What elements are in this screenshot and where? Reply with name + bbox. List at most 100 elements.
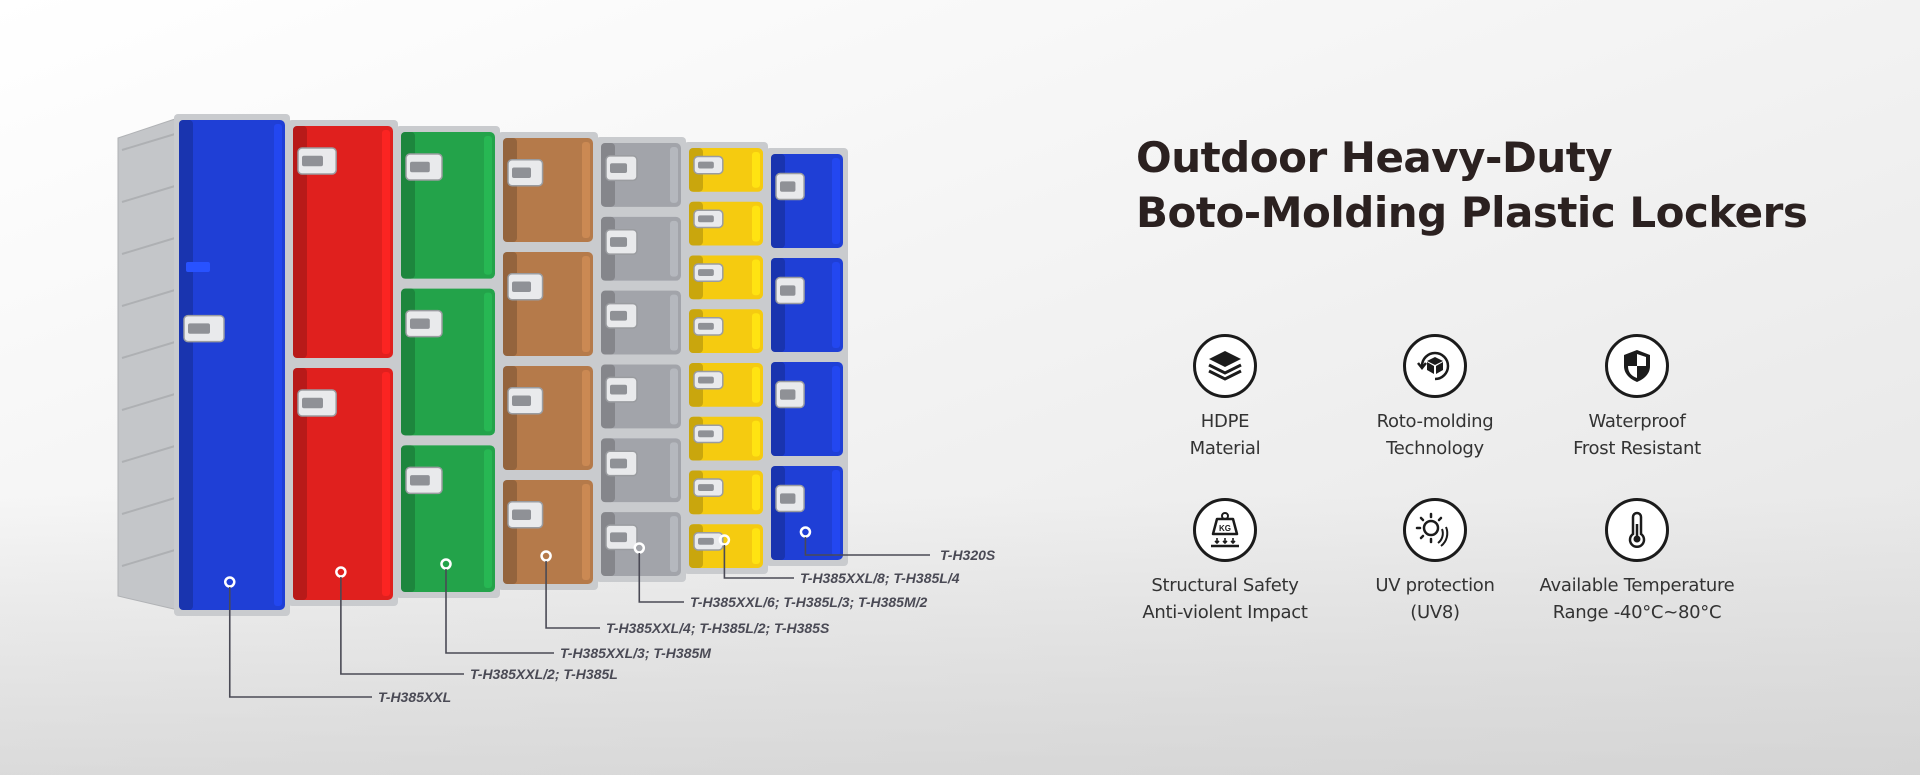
feature-hdpe: HDPE Material xyxy=(1120,334,1330,462)
door-lock-keyhole xyxy=(224,576,236,588)
door-highlight xyxy=(752,259,760,296)
door-hinge-shade xyxy=(771,258,785,352)
door-latch-slot xyxy=(302,397,323,409)
door-latch-slot xyxy=(302,155,323,167)
side-rib xyxy=(121,237,176,255)
door-latch-slot xyxy=(512,509,532,520)
door-latch-slot xyxy=(188,323,210,334)
feature-structural-safety-line2: Anti-violent Impact xyxy=(1142,602,1308,623)
door-hinge-shade xyxy=(771,466,785,560)
feature-waterproof-line2: Frost Resistant xyxy=(1573,438,1701,459)
callout-leader-line xyxy=(545,561,600,629)
door-highlight xyxy=(832,158,840,244)
feature-hdpe-line1: HDPE xyxy=(1200,411,1250,432)
door-vent-label xyxy=(186,262,210,272)
door-highlight xyxy=(670,442,678,499)
door-highlight xyxy=(670,516,678,572)
door-hinge-shade xyxy=(179,120,193,610)
side-rib xyxy=(121,393,176,411)
feature-roto-molding-line1: Roto-molding xyxy=(1376,411,1494,432)
door-hinge-shade xyxy=(503,138,517,242)
door-latch-slot xyxy=(698,537,714,545)
door-highlight xyxy=(582,256,590,352)
door-hinge-shade xyxy=(293,368,307,600)
door-hinge-shade xyxy=(771,154,785,248)
door-highlight xyxy=(832,262,840,348)
door-highlight xyxy=(382,372,390,596)
feature-temperature-line1: Available Temperature xyxy=(1539,575,1735,596)
door-highlight xyxy=(670,294,678,351)
feature-temperature: Available Temperature Range -40°C~80°C xyxy=(1532,498,1742,626)
door-highlight xyxy=(484,292,492,432)
door-hinge-shade xyxy=(503,252,517,356)
door-highlight xyxy=(752,313,760,349)
door-latch-slot xyxy=(698,215,714,223)
feature-roto-molding: Roto-molding Technology xyxy=(1330,334,1540,462)
door-highlight xyxy=(582,370,590,466)
title-line-1: Outdoor Heavy-Duty xyxy=(1136,133,1613,182)
feature-uv-protection: UV protection (UV8) xyxy=(1330,498,1540,626)
door-highlight xyxy=(274,124,282,606)
side-rib xyxy=(121,445,176,463)
title-line-2: Boto-Molding Plastic Lockers xyxy=(1136,188,1808,237)
door-highlight xyxy=(752,205,760,242)
door-highlight xyxy=(670,368,678,425)
locker-frame xyxy=(766,148,848,566)
feature-roto-molding-line2: Technology xyxy=(1386,438,1484,459)
locker-frame xyxy=(498,132,598,590)
callout-leader-line xyxy=(228,587,372,698)
door-latch-slot xyxy=(780,493,796,504)
door-latch-slot xyxy=(512,281,532,292)
door-highlight xyxy=(382,130,390,354)
side-rib xyxy=(121,289,176,307)
weight-kg-icon: KG xyxy=(1193,498,1257,562)
door-highlight xyxy=(582,484,590,580)
door-lock-keyhole xyxy=(799,526,812,538)
door-latch-slot xyxy=(780,181,796,192)
door-latch-slot xyxy=(780,285,796,296)
door-lock-keyhole xyxy=(540,550,552,562)
locker-frame xyxy=(684,142,768,574)
door-highlight xyxy=(582,142,590,238)
door-highlight xyxy=(484,136,492,275)
door-highlight xyxy=(670,220,678,277)
callout-label: T-H320S xyxy=(940,547,996,563)
door-highlight xyxy=(484,449,492,588)
callout-leader-line xyxy=(340,577,464,675)
page-title: Outdoor Heavy-Duty Boto-Molding Plastic … xyxy=(1136,130,1808,240)
feature-hdpe-line2: Material xyxy=(1189,438,1261,459)
callout-label: T-H385XXL/8; T-H385L/4 xyxy=(800,570,960,586)
feature-structural-safety: KG Structural Safety Anti-violent Impact xyxy=(1120,498,1330,626)
door-latch-slot xyxy=(512,167,532,178)
feature-grid: HDPE Material Roto-molding Technology Wa… xyxy=(1120,334,1735,644)
door-lock-keyhole xyxy=(718,534,731,546)
door-latch-slot xyxy=(512,395,532,406)
shield-icon xyxy=(1605,334,1669,398)
door-latch-slot xyxy=(698,430,714,438)
door-latch-slot xyxy=(410,161,430,173)
door-lock-keyhole xyxy=(440,558,452,570)
feature-uv-protection-line2: (UV8) xyxy=(1410,602,1460,623)
door-latch-slot xyxy=(698,322,714,330)
feature-uv-protection-line1: UV protection xyxy=(1375,575,1495,596)
locker-door xyxy=(293,126,393,358)
door-latch-slot xyxy=(610,237,628,247)
callout-label: T-H385XXL/6; T-H385L/3; T-H385M/2 xyxy=(690,594,928,610)
door-highlight xyxy=(832,366,840,452)
callout-leader-line xyxy=(723,545,794,579)
callout-label: T-H385XXL xyxy=(378,689,451,705)
door-latch-slot xyxy=(610,384,628,395)
side-rib xyxy=(121,185,176,203)
door-highlight xyxy=(752,420,760,457)
door-latch-slot xyxy=(698,484,714,492)
door-highlight xyxy=(752,474,760,511)
door-lock-keyhole xyxy=(633,542,646,554)
door-highlight xyxy=(670,147,678,203)
feature-waterproof: Waterproof Frost Resistant xyxy=(1532,334,1742,462)
door-latch-slot xyxy=(698,376,714,384)
callout-label: T-H385XXL/4; T-H385L/2; T-H385S xyxy=(606,620,830,636)
door-latch-slot xyxy=(410,318,430,329)
layers-icon xyxy=(1193,334,1257,398)
locker-side-panel xyxy=(117,117,179,611)
